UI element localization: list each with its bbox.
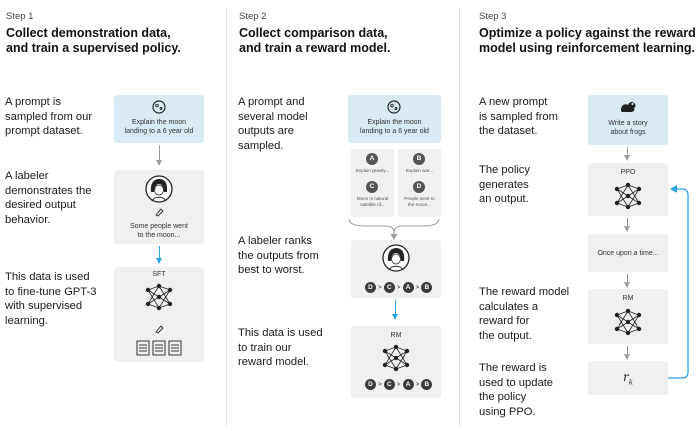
- rank-item: D: [365, 282, 376, 293]
- rank-separator: >: [396, 381, 401, 388]
- arrow: [395, 300, 396, 316]
- arrow: [627, 346, 628, 356]
- arrow-head: [156, 258, 162, 264]
- rank-item: D: [365, 379, 376, 390]
- prompt-card: Explain the moon landing to a 6 year old: [348, 95, 441, 143]
- rank-item: A: [402, 282, 414, 293]
- step-title: Collect comparison data, and train a rew…: [239, 26, 391, 55]
- prompt-card: Write a story about frogs: [588, 95, 668, 145]
- output-letter: C: [366, 181, 378, 193]
- rank-separator: >: [415, 284, 420, 291]
- reward-symbol: r: [623, 370, 629, 384]
- rank-item: B: [421, 379, 433, 390]
- moon-icon: [387, 100, 401, 114]
- step-description: A prompt is sampled from our prompt data…: [5, 96, 93, 137]
- rank-item: C: [383, 282, 395, 293]
- rank-separator: >: [396, 284, 401, 291]
- labeler-avatar-icon: [382, 244, 410, 272]
- pencil-icon: [155, 325, 164, 334]
- demonstration-card: Some people went to the moon...: [114, 170, 204, 244]
- output-letter: B: [413, 153, 425, 165]
- output-text: Once upon a time...: [597, 250, 659, 257]
- arrow-head: [392, 314, 398, 320]
- arrow: [159, 246, 160, 260]
- step-description: The reward model calculates a reward for…: [479, 286, 570, 342]
- step-description: A labeler demonstrates the desired outpu…: [5, 170, 92, 226]
- step-label: Step 3: [479, 11, 507, 22]
- arrow-head: [624, 155, 630, 161]
- rank-separator: >: [415, 381, 420, 388]
- model-label: SFT: [152, 271, 166, 278]
- rank-item: B: [421, 282, 433, 293]
- ranking-row: D > C > A > B: [365, 282, 433, 293]
- prompt-text: Explain the moon landing to a 6 year old: [124, 119, 194, 135]
- arrow: [159, 145, 160, 161]
- output-card: Once upon a time...: [588, 234, 668, 272]
- labeler-avatar-icon: [145, 175, 173, 203]
- arrow: [627, 147, 628, 157]
- reward-subscript: k: [628, 378, 633, 387]
- arrow: [627, 218, 628, 228]
- neural-network-icon: [145, 283, 173, 311]
- model-output-card: C Moon is natural satellite of...: [351, 177, 394, 217]
- step-description: The reward is used to update the policy …: [479, 362, 554, 418]
- document-icon: [136, 340, 182, 356]
- step3-column: Step 3 Optimize a policy against the rew…: [466, 0, 700, 431]
- rank-item: A: [402, 379, 414, 390]
- rank-separator: >: [378, 284, 382, 291]
- prompt-text: Explain the moon landing to a 6 year old: [360, 119, 429, 135]
- arrow-head: [624, 226, 630, 232]
- feedback-arrow: [668, 185, 689, 379]
- model-label: RM: [622, 295, 634, 302]
- step-label: Step 2: [239, 11, 267, 22]
- step2-column: Step 2 Collect comparison data, and trai…: [233, 0, 459, 431]
- output-text: People went to the moon...: [404, 196, 435, 207]
- step-description: A new prompt is sampled from the dataset…: [479, 96, 558, 137]
- column-divider: [226, 8, 227, 426]
- model-label: RM: [390, 332, 402, 339]
- step-label: Step 1: [6, 11, 34, 22]
- demonstration-text: Some people went to the moon...: [130, 223, 188, 239]
- pencil-icon: [155, 208, 164, 217]
- prompt-card: Explain the moon landing to a 6 year old: [114, 95, 204, 143]
- arrow: [627, 274, 628, 284]
- column-divider: [459, 8, 460, 426]
- step-description: The policy generates an output.: [479, 164, 530, 205]
- neural-network-icon: [382, 344, 410, 372]
- moon-icon: [152, 100, 166, 114]
- policy-label: PPO: [620, 169, 636, 176]
- ranking-card: D > C > A > B: [351, 240, 441, 298]
- reward-card: rk: [588, 361, 668, 395]
- output-letter: D: [413, 181, 425, 193]
- policy-card: PPO: [588, 163, 668, 216]
- step-description: This data is used to fine-tune GPT-3 wit…: [5, 271, 97, 327]
- step-description: This data is used to train our reward mo…: [238, 327, 323, 368]
- reward-value: rk: [588, 370, 668, 386]
- arrow-head: [624, 354, 630, 360]
- rank-separator: >: [378, 381, 382, 388]
- step1-column: Step 1 Collect demonstration data, and t…: [0, 0, 226, 431]
- output-text: Explain gravity...: [355, 168, 390, 173]
- neural-network-icon: [614, 308, 642, 336]
- step-title: Collect demonstration data, and train a …: [6, 26, 181, 55]
- ranking-row: D > C > A > B: [365, 379, 433, 390]
- reward-model-card: RM D > C > A > B: [351, 326, 441, 398]
- output-text: Moon is natural satellite of...: [356, 196, 389, 207]
- step-description: A labeler ranks the outputs from best to…: [238, 235, 319, 276]
- rank-item: C: [383, 379, 395, 390]
- step-description: A prompt and several model outputs are s…: [238, 96, 308, 152]
- reward-model-card: RM: [588, 289, 668, 344]
- prompt-text: Write a story about frogs: [608, 120, 648, 136]
- output-letter: A: [366, 153, 378, 165]
- frog-icon: [621, 101, 636, 112]
- output-text: Explain war...: [405, 168, 434, 173]
- arrow-head: [156, 160, 162, 166]
- bracket-arrow: [348, 218, 440, 240]
- step-title: Optimize a policy against the reward mod…: [479, 26, 696, 55]
- model-output-card: D People went to the moon...: [398, 177, 441, 217]
- neural-network-icon: [614, 182, 642, 210]
- sft-model-card: SFT: [114, 267, 204, 362]
- arrow-head: [624, 282, 630, 288]
